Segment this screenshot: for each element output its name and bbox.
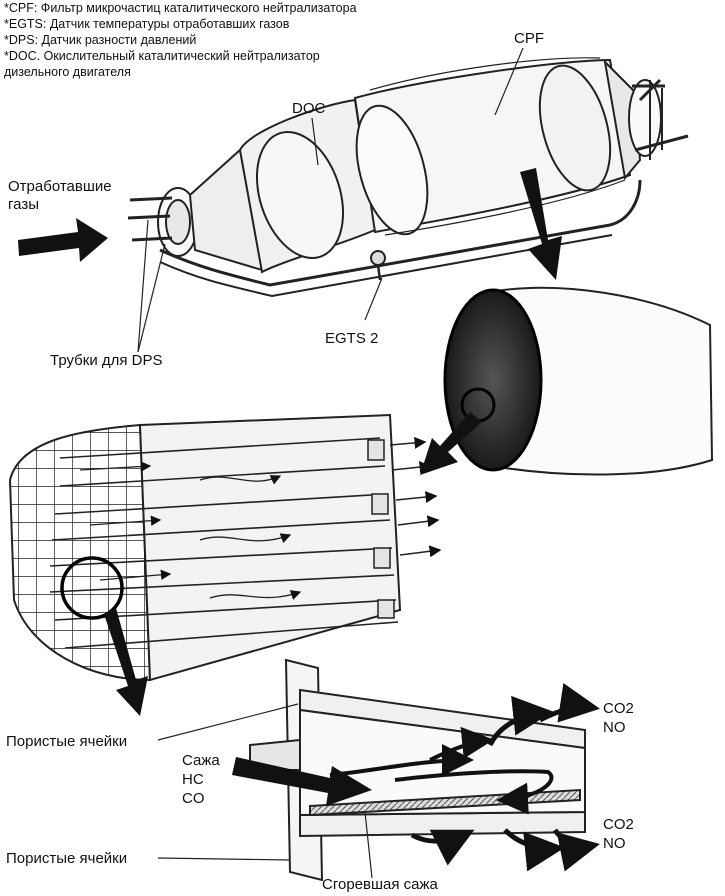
label-doc: DOC [292, 100, 326, 117]
inlet-flow-arrow [232, 757, 372, 806]
label-co2-top: CO2 [603, 700, 634, 717]
channel-detail [8, 413, 442, 682]
label-porous-cells-bottom: Пористые ячейки [6, 850, 128, 867]
label-no-bottom: NO [603, 835, 626, 852]
label-co: CO [182, 790, 205, 807]
label-hc: HC [182, 771, 204, 788]
zoom-arrow-cpf [520, 168, 562, 280]
exhaust-inlet-arrow [18, 218, 108, 262]
converter-assembly [127, 57, 689, 298]
label-egts2: EGTS 2 [325, 330, 379, 347]
cpf-cylinder [443, 286, 714, 476]
label-soot: Сажа [182, 752, 220, 769]
legend-cpf: *CPF: Фильтр микрочастиц каталитического… [4, 1, 357, 15]
label-co2-bottom: CO2 [603, 816, 634, 833]
label-burned-soot: Сгоревшая сажа [322, 876, 438, 893]
cell-flow-arrows [329, 726, 554, 815]
abbreviation-legend: *CPF: Фильтр микрочастиц каталитического… [4, 0, 474, 80]
label-no-top: NO [603, 719, 626, 736]
outlet-arrows [410, 683, 600, 872]
label-porous-cells-top: Пористые ячейки [6, 733, 128, 750]
label-exhaust-2: газы [8, 196, 39, 213]
legend-doc-2: дизельного двигателя [4, 65, 131, 79]
legend-egts: *EGTS: Датчик температуры отработавших г… [4, 17, 290, 31]
label-exhaust-1: Отработавшие [8, 178, 112, 195]
legend-doc-1: *DOC. Окислительный каталитический нейтр… [4, 49, 320, 63]
zoom-arrow-channel [104, 608, 148, 716]
legend-dps: *DPS: Датчик разности давлений [4, 33, 197, 47]
bottom-leader-lines [157, 703, 373, 879]
zoom-arrow-cylinder [420, 412, 482, 475]
label-dps-tubes: Трубки для DPS [50, 352, 163, 369]
top-leader-lines [137, 47, 524, 353]
label-cpf: CPF [514, 30, 544, 47]
